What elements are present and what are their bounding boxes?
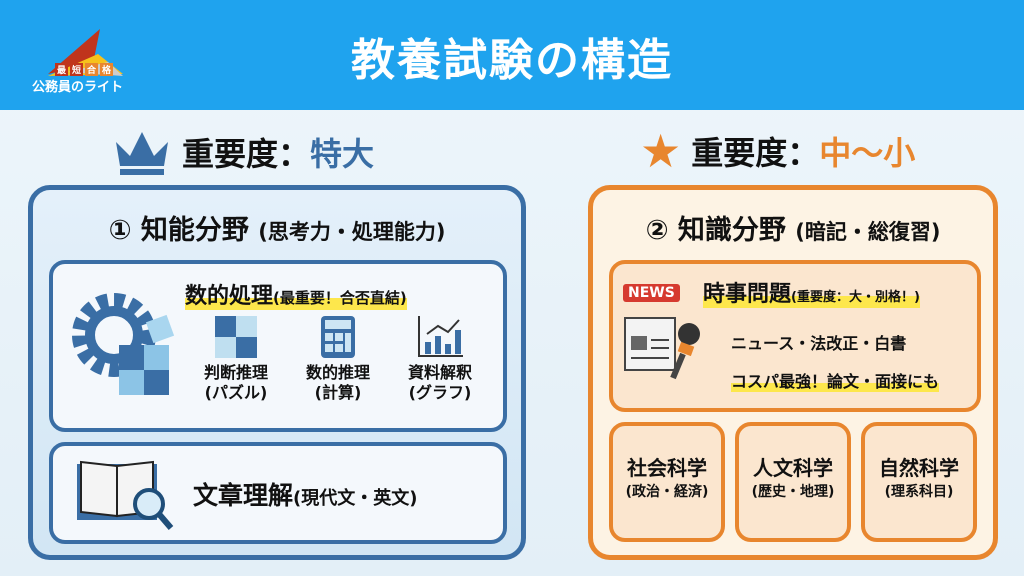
item-data: 資料解釈(グラフ) xyxy=(395,316,485,403)
star-icon: ★ xyxy=(640,124,682,178)
subject-natural: 自然科学(理系科目) xyxy=(861,422,977,542)
importance-left: 重要度：特大 xyxy=(112,128,374,176)
math-box: 数的処理(最重要！合否直結) 判断推理(パズル) 数的推理(計算) 資料解釈(グ… xyxy=(49,260,507,432)
item-numerical: 数的推理(計算) xyxy=(293,316,383,403)
calculator-icon xyxy=(321,316,355,358)
subject-social: 社会科学(政治・経済) xyxy=(609,422,725,542)
cospa-line: コスパ最強！論文・面接にも xyxy=(731,368,940,392)
book-magnifier-icon xyxy=(77,460,174,530)
news-line: ニュース・法改正・白書 xyxy=(731,334,907,353)
chart-icon xyxy=(418,316,463,357)
knowledge-panel: ② 知識分野 (暗記・総復習) NEWS 時事問題(重要度：大・別格！) ニュー… xyxy=(588,185,998,560)
header: 最短合格 公務員のライト 教養試験の構造 xyxy=(0,0,1024,110)
reading-box: 文章理解(現代文・英文) xyxy=(49,442,507,544)
gear-puzzle-icon xyxy=(72,293,175,395)
intelligence-panel: ① 知能分野 (思考力・処理能力) 数的処理(最重要！合否直結) 判断推理(パズ… xyxy=(28,185,526,560)
newspaper-mic-icon xyxy=(624,317,700,380)
news-badge: NEWS xyxy=(623,284,680,302)
crown-icon xyxy=(116,132,168,175)
current-affairs-box: NEWS 時事問題(重要度：大・別格！) ニュース・法改正・白書 コスパ最強！論… xyxy=(609,260,981,412)
importance-right: ★ 重要度：中〜小 xyxy=(640,124,916,178)
puzzle-icon xyxy=(215,316,257,358)
page-title: 教養試験の構造 xyxy=(351,35,673,86)
logo-badges: 最短合格 xyxy=(55,63,114,76)
item-judgment: 判断推理(パズル) xyxy=(191,316,281,403)
logo-name: 公務員のライト xyxy=(32,80,124,95)
subject-humanities: 人文科学(歴史・地理) xyxy=(735,422,851,542)
